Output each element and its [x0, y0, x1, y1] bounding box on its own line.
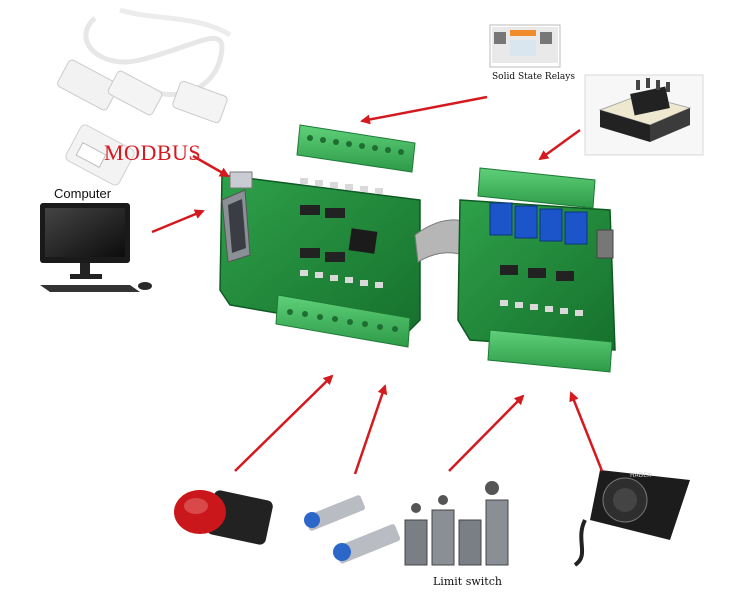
computer-label: Computer — [54, 186, 112, 201]
emergency-stop-icon — [174, 490, 273, 545]
arrow-stepper — [538, 128, 581, 161]
arrow-computer — [151, 209, 205, 234]
limit-switch-icon — [404, 481, 509, 566]
controller-board — [219, 124, 421, 348]
handwheel-brand: HADEX — [630, 472, 651, 479]
modbus-label: MODBUS — [104, 140, 202, 165]
desktop-computer-icon — [40, 203, 152, 292]
mpg-handwheel-icon: HADEX — [573, 470, 690, 567]
limit-switch-label: Limit switch — [433, 575, 502, 588]
solid-state-relays-label: Solid State Relays — [492, 72, 575, 82]
arrow-ssr — [360, 95, 488, 125]
usb-cable-icon — [57, 7, 232, 186]
solid-state-relay-icon — [489, 24, 561, 68]
proximity-sensor-icon — [304, 495, 401, 564]
relay-board — [457, 167, 616, 373]
stepper-driver-icon — [584, 74, 704, 156]
arrow-proximity — [353, 384, 388, 475]
arrow-estop — [234, 374, 334, 472]
arrow-limit — [448, 394, 525, 472]
arrow-handwheel — [569, 391, 604, 472]
arrows — [151, 95, 604, 475]
arrow-modbus — [192, 154, 230, 178]
